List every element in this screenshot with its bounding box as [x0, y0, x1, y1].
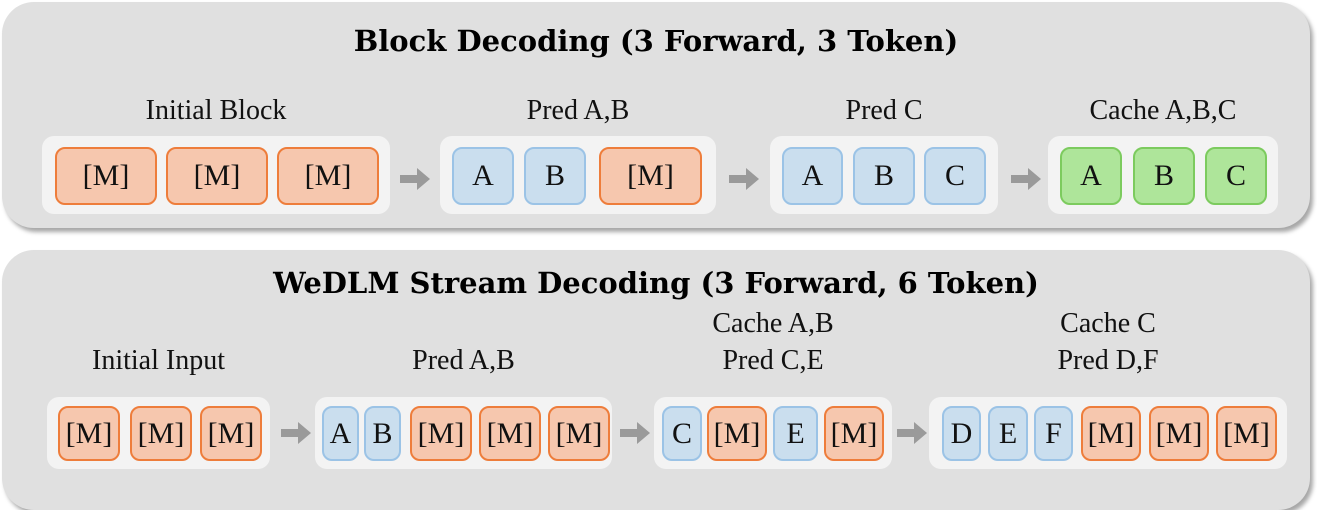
token-pred: A: [322, 406, 359, 461]
token-mask: [M]: [277, 147, 379, 205]
step-label: Initial Block: [145, 95, 287, 126]
token-mask: [M]: [1149, 406, 1209, 461]
panel-title: Block Decoding (3 Forward, 3 Token): [353, 24, 959, 58]
step-label: Pred C,E: [722, 345, 824, 376]
arrow-right-icon: [400, 168, 430, 190]
token-pred: B: [364, 406, 401, 461]
token-mask: [M]: [410, 406, 472, 461]
token-mask: [M]: [548, 406, 610, 461]
arrow-right-icon: [729, 168, 759, 190]
token-pred: B: [853, 147, 915, 205]
panel-stream-decoding: WeDLM Stream Decoding (3 Forward, 6 Toke…: [2, 250, 1310, 510]
token-mask: [M]: [707, 406, 767, 461]
arrow-right-icon: [281, 422, 311, 444]
token-cache: B: [1133, 147, 1195, 205]
step-label: Pred A,B: [526, 95, 630, 126]
token-pred: A: [782, 147, 843, 205]
token-mask: [M]: [599, 147, 702, 205]
token-pred: C: [662, 406, 702, 461]
token-mask: [M]: [824, 406, 884, 461]
token-mask: [M]: [1216, 406, 1277, 461]
token-pred: D: [942, 406, 981, 461]
token-mask: [M]: [479, 406, 541, 461]
token-pred: C: [924, 147, 986, 205]
step-label: Cache A,B,C: [1089, 95, 1237, 126]
arrow-right-icon: [620, 422, 650, 444]
token-mask: [M]: [58, 406, 120, 461]
token-pred: F: [1034, 406, 1073, 461]
token-mask: [M]: [1081, 406, 1141, 461]
token-mask: [M]: [200, 406, 262, 461]
token-mask: [M]: [55, 147, 157, 205]
step-label: Pred C: [845, 95, 923, 126]
token-pred: B: [524, 147, 586, 205]
token-cache: A: [1060, 147, 1122, 205]
panel-title: WeDLM Stream Decoding (3 Forward, 6 Toke…: [273, 266, 1039, 300]
step-label: Cache A,B: [712, 308, 834, 339]
arrow-right-icon: [897, 422, 927, 444]
arrow-right-icon: [1011, 168, 1041, 190]
step-label: Cache C: [1060, 308, 1156, 339]
token-mask: [M]: [166, 147, 268, 205]
step-label: Initial Input: [92, 345, 225, 376]
token-pred: E: [988, 406, 1028, 461]
step-label: Pred A,B: [412, 345, 515, 376]
token-pred: A: [452, 147, 514, 205]
token-pred: E: [773, 406, 818, 461]
token-cache: C: [1205, 147, 1267, 205]
token-mask: [M]: [130, 406, 192, 461]
step-label: Pred D,F: [1057, 345, 1159, 376]
